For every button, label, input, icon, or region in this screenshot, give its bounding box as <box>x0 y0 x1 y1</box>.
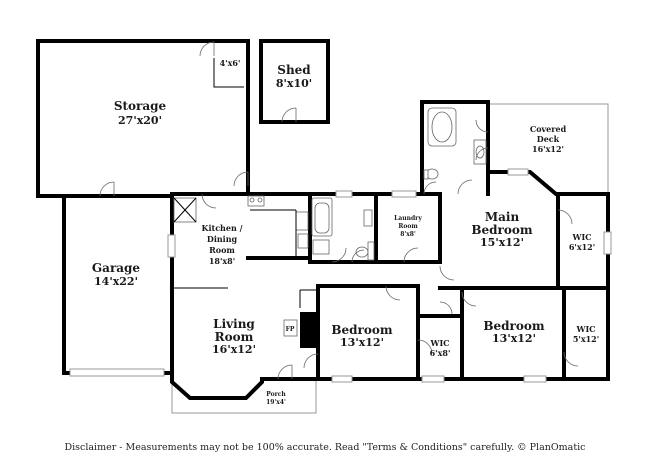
shed-label: Shed <box>277 63 311 77</box>
living-room-label-line1: Living <box>213 317 255 331</box>
laundry-dimensions: 8'x8' <box>400 231 416 238</box>
kitchen-dimensions: 18'x8' <box>209 256 235 266</box>
kitchen-label-line3: Room <box>209 245 235 255</box>
fireplace-label: FP <box>286 326 295 333</box>
living-room-label-line2: Room <box>215 330 254 344</box>
porch-dimensions: 19'x4' <box>266 399 286 406</box>
doors <box>99 41 579 380</box>
porch-label: Porch <box>266 391 286 398</box>
kitchen-label-line1: Kitchen / <box>202 223 243 233</box>
kitchen-label-line2: Dining <box>207 234 238 244</box>
storage-closet-dimensions: 4'x6' <box>220 58 241 68</box>
closet-shelves <box>173 197 373 227</box>
wic-right-dimensions: 5'x12' <box>573 334 599 344</box>
bedroom-right-dimensions: 13'x12' <box>492 332 536 345</box>
laundry-label-line1: Laundry <box>394 215 422 222</box>
porch-outline <box>171 381 317 414</box>
disclaimer-text: Disclaimer - Measurements may not be 100… <box>65 442 586 453</box>
covered-deck-label-line1: Covered <box>530 124 567 134</box>
storage-label: Storage <box>114 99 167 113</box>
covered-deck-label-line2: Deck <box>537 134 560 144</box>
laundry-label-line2: Room <box>398 223 418 230</box>
wic-center-dimensions: 6'x8' <box>430 348 451 358</box>
main-bedroom-label-line2: Bedroom <box>471 223 532 237</box>
bathroom-fixtures <box>311 107 487 261</box>
wic-main-label: WIC <box>571 232 591 242</box>
shed-dimensions: 8'x10' <box>276 77 312 90</box>
windows <box>69 168 612 383</box>
garage-label: Garage <box>92 261 141 275</box>
living-room-dimensions: 16'x12' <box>212 343 256 356</box>
wic-center-label: WIC <box>429 338 449 348</box>
storage-walls <box>36 39 250 198</box>
storage-dimensions: 27'x20' <box>118 114 162 127</box>
shed-walls <box>259 39 330 124</box>
covered-deck-outline <box>488 103 609 192</box>
bedroom-center-dimensions: 13'x12' <box>340 336 384 349</box>
covered-deck-dimensions: 16'x12' <box>532 144 564 154</box>
kitchen-fixtures <box>247 195 309 256</box>
wic-right-label: WIC <box>575 324 595 334</box>
main-bedroom-label-line1: Main <box>485 210 520 224</box>
garage-dimensions: 14'x22' <box>94 275 138 288</box>
bedroom-right-label: Bedroom <box>483 319 544 333</box>
bedroom-center-label: Bedroom <box>331 323 392 337</box>
main-bedroom-dimensions: 15'x12' <box>480 236 524 249</box>
wic-main-dimensions: 6'x12' <box>569 242 595 252</box>
